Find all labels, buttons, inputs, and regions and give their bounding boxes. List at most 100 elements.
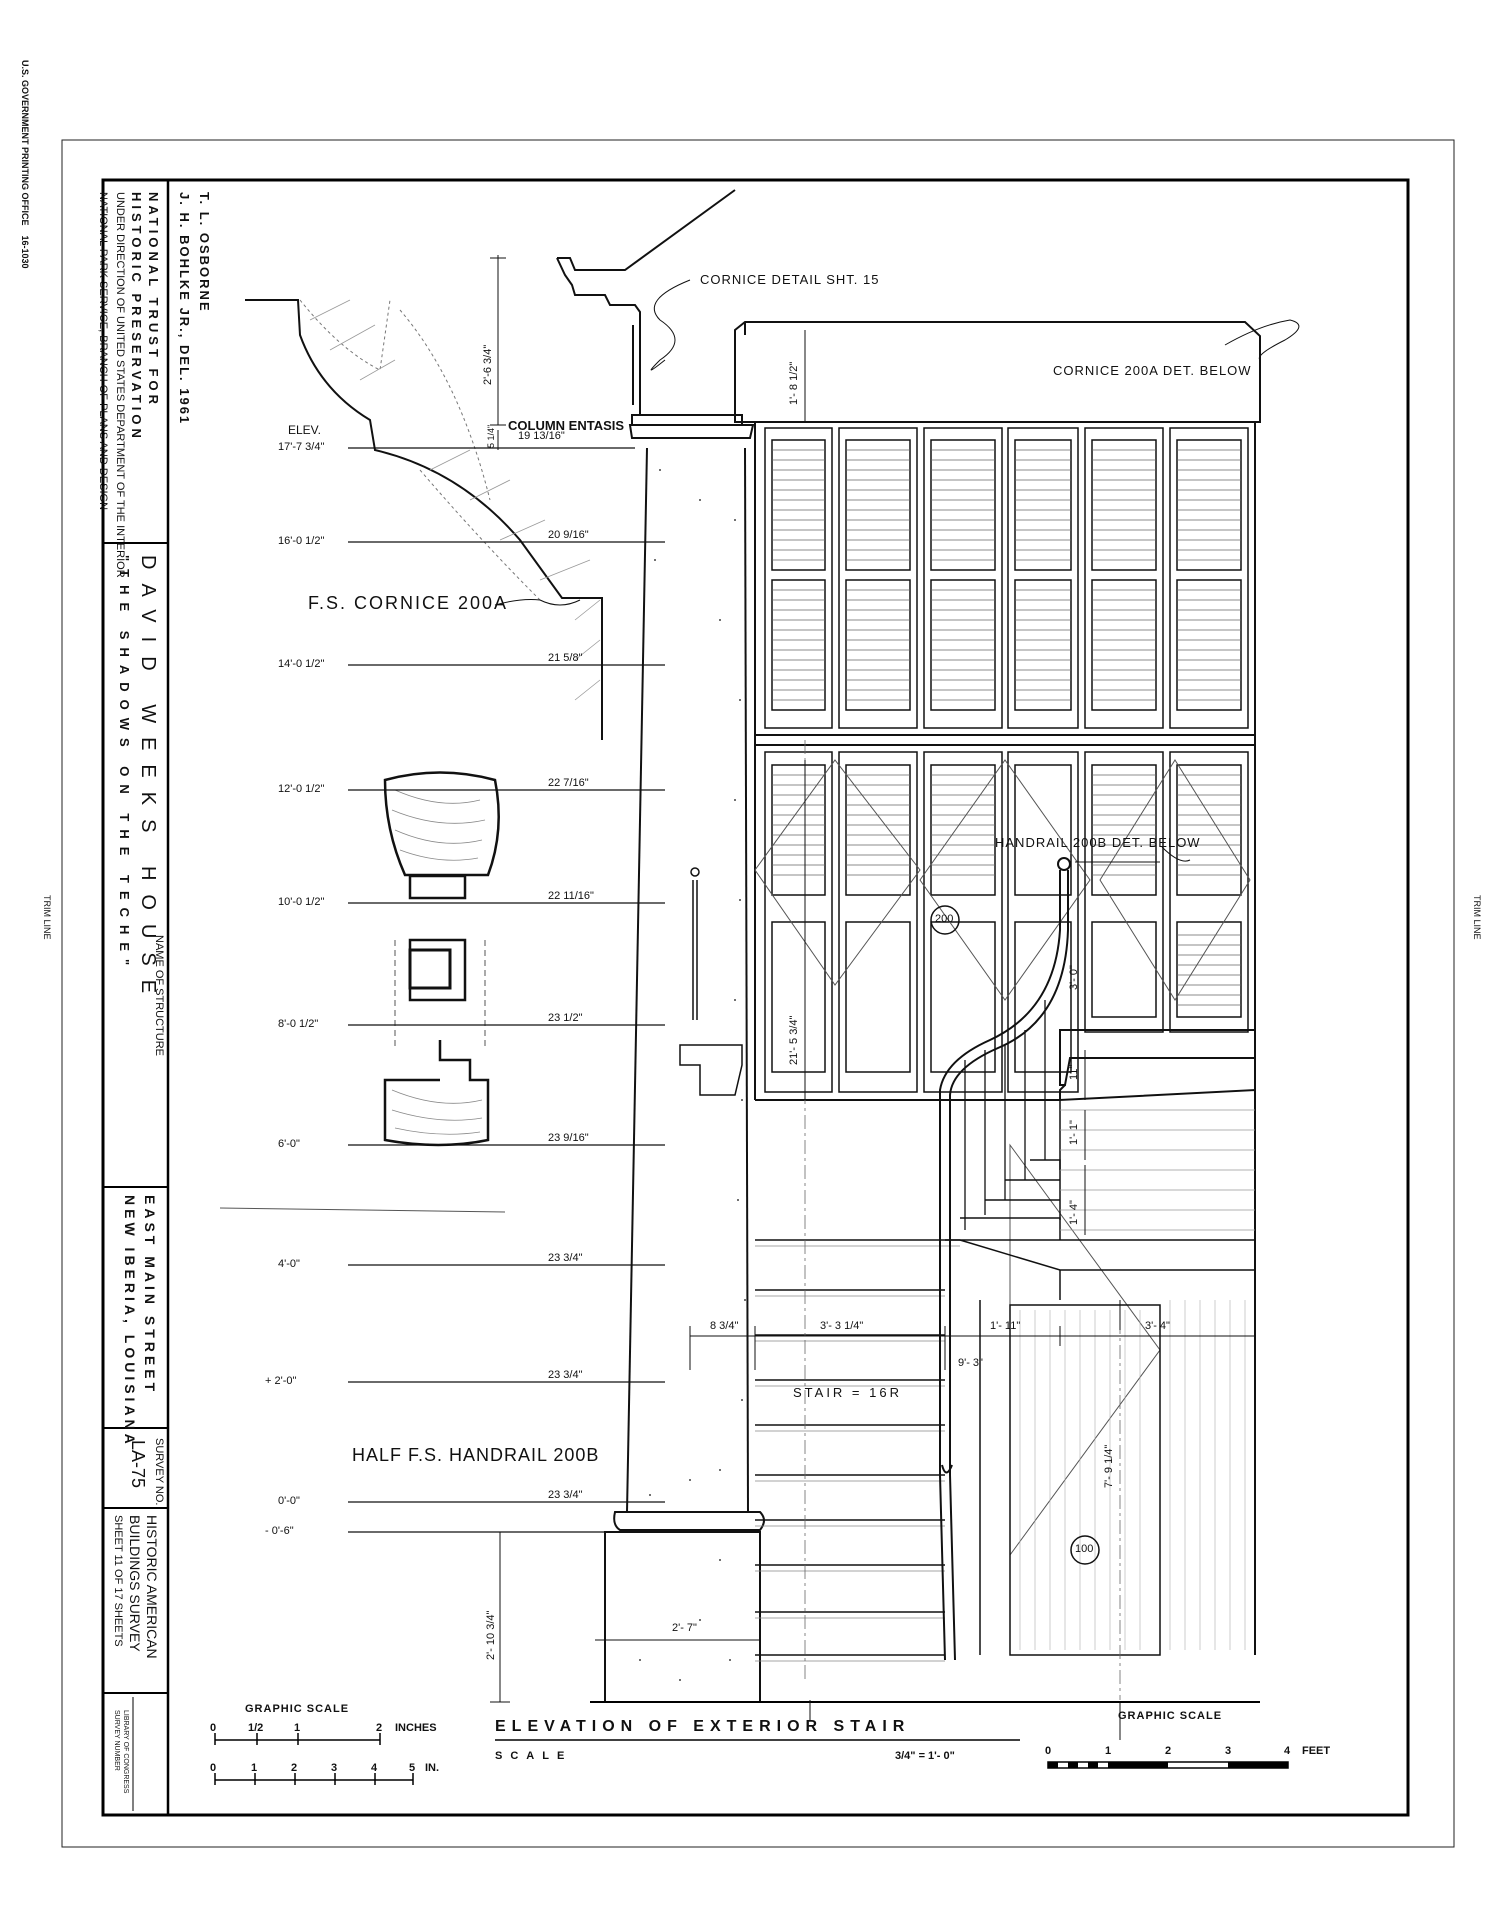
graphic-scale-left-label: GRAPHIC SCALE <box>245 1703 350 1715</box>
under-stair-door <box>979 1300 1161 1656</box>
elev-row-3: 14'-0 1/2" <box>278 658 325 670</box>
column <box>604 414 765 1703</box>
scale-in-tick-1: 1 <box>251 1762 258 1774</box>
scale-ft-tick-4: 4 <box>1284 1745 1291 1757</box>
address-block: EAST MAIN STREET NEW IBERIA, LOUISIANA <box>120 1195 160 1448</box>
handrail-grain <box>391 789 486 1135</box>
dim-8-3-4: 8 3/4" <box>710 1320 739 1332</box>
scale-inches-unit: INCHES <box>395 1722 437 1734</box>
scale-label: SCALE <box>495 1750 573 1762</box>
survey-no-label: SURVEY NO. <box>153 1438 165 1506</box>
address-line-2: NEW IBERIA, LOUISIANA <box>122 1195 138 1448</box>
dia-row-10: 23 3/4" <box>548 1489 583 1501</box>
half-handrail-label: HALF F.S. HANDRAIL 200B <box>352 1445 600 1465</box>
door-boards <box>1019 1300 1246 1650</box>
delineator-1: T. L. OSBORNE <box>197 192 212 313</box>
trust-line-1: NATIONAL TRUST FOR <box>146 192 161 408</box>
dim-2-10-3-4: 2'- 10 3/4" <box>485 1610 497 1660</box>
sheet-number: SHEET 11 OF 17 SHEETS <box>112 1515 124 1647</box>
delineator-2: J. H. BOHLKE JR., DEL. 1961 <box>177 192 192 426</box>
dia-row-3: 21 5/8" <box>548 652 583 664</box>
tag-100: 100 <box>1075 1543 1094 1555</box>
scale-in-tick-0: 0 <box>210 1762 217 1774</box>
survey-number: LA-75 <box>128 1440 148 1489</box>
structure-subtitle: "THE SHADOWS ON THE TECHE" <box>117 555 132 974</box>
scale-inch-tick-half: 1/2 <box>248 1722 264 1734</box>
habs-line-1: HISTORIC AMERICAN <box>144 1515 160 1659</box>
scale-inch-tick-2: 2 <box>376 1722 383 1734</box>
tag-circle-200 <box>930 905 960 935</box>
dim-2-7: 2'- 7" <box>672 1622 697 1634</box>
dim-1-11: 1'- 11" <box>990 1320 1021 1332</box>
scale-ft-tick-1: 1 <box>1105 1745 1112 1757</box>
fs-cornice-label: F.S. CORNICE 200A <box>308 593 509 613</box>
dia-row-1: 19 13/16" <box>518 430 565 442</box>
sheet-border <box>101 178 1410 1817</box>
cornice-detail-label: CORNICE DETAIL SHT. 15 <box>700 272 880 287</box>
dim-7-9-1-4: 7'- 9 1/4" <box>1103 1444 1115 1488</box>
entasis-lines <box>348 447 665 1533</box>
elev-row-1: 17'-7 3/4" <box>278 441 325 453</box>
dia-row-7: 23 9/16" <box>548 1132 589 1144</box>
name-of-structure-label: NAME OF STRUCTURE <box>153 935 165 1056</box>
wall-bracket <box>679 867 743 1096</box>
dim-3-3-1-4: 3'- 3 1/4" <box>820 1320 864 1332</box>
dia-row-6: 23 1/2" <box>548 1012 583 1024</box>
library-block: LIBRARY OF CONGRESS SURVEY NUMBER <box>112 1710 130 1793</box>
tag-200: 200 <box>935 913 954 925</box>
stair-handrail <box>939 857 1071 1661</box>
stair-risers-label: STAIR = 16R <box>793 1385 902 1400</box>
scale-inches <box>214 1733 414 1785</box>
column-stipple <box>639 469 746 1681</box>
dia-row-8: 23 3/4" <box>548 1252 583 1264</box>
elev-row-7: 6'-0" <box>278 1138 300 1150</box>
dimension-lines <box>490 255 1256 1740</box>
elev-label: ELEV. <box>288 423 321 437</box>
scale-in-unit: IN. <box>425 1762 440 1774</box>
graphic-scale-right-label: GRAPHIC SCALE <box>1118 1710 1223 1722</box>
scale-inch-tick-1: 1 <box>294 1722 301 1734</box>
column-entasis-label: COLUMN ENTASIS <box>508 418 625 433</box>
library-line-1: LIBRARY OF CONGRESS <box>122 1710 129 1794</box>
dim-1-8-1-2: 1'- 8 1/2" <box>788 361 800 405</box>
scale-inch-tick-0: 0 <box>210 1722 217 1734</box>
elev-row-5: 10'-0 1/2" <box>278 896 325 908</box>
address-line-1: EAST MAIN STREET <box>142 1195 158 1396</box>
scale-feet <box>1047 1761 1289 1769</box>
scale-in-tick-3: 3 <box>331 1762 338 1774</box>
stair-winders <box>945 1100 1255 1300</box>
upper-louvers <box>772 449 1241 701</box>
cornice-hatch <box>309 299 601 701</box>
handrail-200b-label: HANDRAIL 200B DET. BELOW <box>995 835 1201 850</box>
landing-siding <box>1060 1109 1255 1231</box>
dim-2-6-3-4: 2'-6 3/4" <box>482 344 494 385</box>
dim-1-1: 1'- 1" <box>1068 1120 1080 1145</box>
scale-in-tick-5: 5 <box>409 1762 416 1774</box>
dim-3-0: 3'- 0" <box>1068 965 1080 990</box>
dim-5-1-4: 5 1/4" <box>486 424 496 448</box>
trust-block: NATIONAL TRUST FOR HISTORIC PRESERVATION… <box>94 192 162 578</box>
cornice-profile <box>245 299 603 740</box>
direction-line-1: UNDER DIRECTION OF UNITED STATES DEPARTM… <box>114 192 126 578</box>
habs-block: HISTORIC AMERICAN BUILDINGS SURVEY SHEET… <box>109 1515 160 1659</box>
cornice-top-detail <box>556 189 736 415</box>
dim-21-5-3-4: 21'- 5 3/4" <box>788 1015 800 1065</box>
dia-row-2: 20 9/16" <box>548 529 589 541</box>
facade <box>734 321 1261 1655</box>
dim-9-3: 9'- 3" <box>958 1357 983 1369</box>
elev-row-9: + 2'-0" <box>265 1375 297 1387</box>
elev-row-11: - 0'-6" <box>265 1525 294 1537</box>
scale-ft-tick-0: 0 <box>1045 1745 1052 1757</box>
habs-line-2: BUILDINGS SURVEY <box>127 1515 143 1652</box>
dim-1-4: 1'- 4" <box>1068 1200 1080 1225</box>
dia-row-5: 22 11/16" <box>548 890 594 902</box>
leaders <box>494 279 1300 862</box>
scale-ft-tick-2: 2 <box>1165 1745 1172 1757</box>
lower-shutters <box>764 751 1249 1093</box>
dim-11: 11" <box>1068 1064 1080 1080</box>
scale-feet-unit: FEET <box>1302 1745 1331 1757</box>
tag-circle-100 <box>1070 1535 1100 1565</box>
scale-ft-tick-3: 3 <box>1225 1745 1232 1757</box>
scale-in-tick-4: 4 <box>371 1762 378 1774</box>
